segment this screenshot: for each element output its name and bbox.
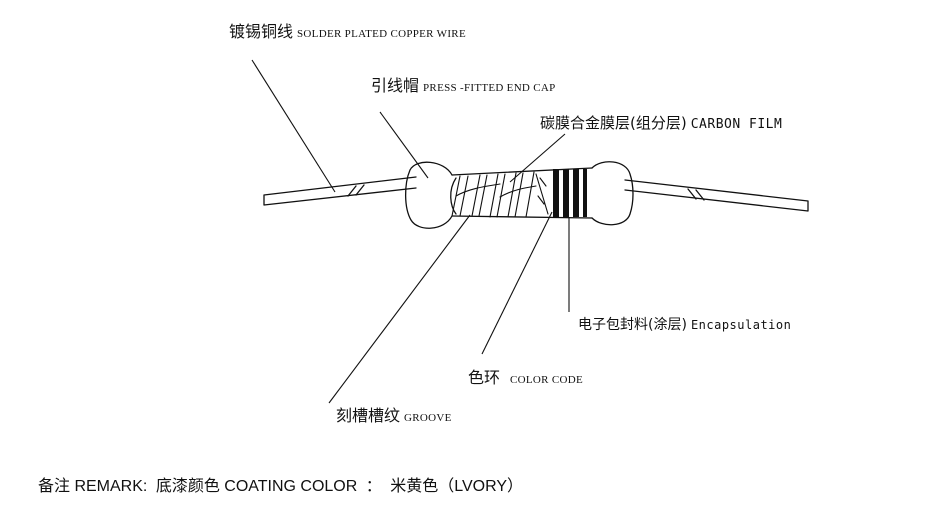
label-end-cap-en: PRESS -FITTED END CAP bbox=[423, 82, 556, 94]
leader-line-color bbox=[481, 211, 553, 355]
carbon-film-spiral bbox=[451, 171, 549, 218]
remark-field: 底漆颜色 COATING COLOR bbox=[155, 478, 358, 495]
label-groove-zh: 刻槽槽纹 bbox=[336, 406, 401, 425]
label-encapsulation-zh: 电子包封料(涂层) bbox=[578, 317, 687, 333]
color-band-2 bbox=[563, 169, 569, 217]
label-end-cap: 引线帽 PRESS -FITTED END CAP bbox=[371, 72, 556, 96]
label-encapsulation-en: Encapsulation bbox=[690, 318, 792, 332]
leader-line-wire bbox=[251, 59, 336, 193]
label-groove-en: GROOVE bbox=[404, 412, 452, 424]
label-solder-wire-en: SOLDER PLATED COPPER WIRE bbox=[297, 28, 466, 40]
remark-separator: ： bbox=[365, 478, 382, 495]
remark-line: 备注 REMARK: 底漆颜色 COATING COLOR ： 米黄色（LVOR… bbox=[38, 472, 527, 496]
color-bands bbox=[553, 169, 587, 217]
label-carbon-film-en: CARBON FILM bbox=[690, 117, 783, 132]
label-end-cap-zh: 引线帽 bbox=[371, 76, 420, 95]
remark-prefix: 备注 REMARK: bbox=[38, 478, 148, 495]
leader-line-film bbox=[509, 133, 566, 183]
label-carbon-film: 碳膜合金膜层(组分层) CARBON FILM bbox=[540, 112, 782, 133]
label-color-code-en: COLOR CODE bbox=[510, 374, 583, 386]
label-groove: 刻槽槽纹 GROOVE bbox=[336, 402, 452, 426]
leader-line-groove bbox=[328, 214, 471, 404]
label-color-code: 色环 COLOR CODE bbox=[468, 364, 583, 388]
right-end-cap bbox=[591, 161, 634, 226]
leader-line-cap bbox=[379, 111, 429, 179]
label-carbon-film-zh: 碳膜合金膜层(组分层) bbox=[540, 114, 687, 132]
resistor-body bbox=[450, 167, 593, 219]
color-band-3 bbox=[573, 169, 579, 217]
label-solder-wire: 镀锡铜线 SOLDER PLATED COPPER WIRE bbox=[229, 18, 466, 42]
color-band-1 bbox=[553, 169, 559, 217]
left-lead-wire bbox=[263, 176, 417, 206]
label-encapsulation: 电子包封料(涂层) Encapsulation bbox=[578, 314, 791, 334]
label-color-code-zh: 色环 bbox=[468, 368, 501, 387]
label-solder-wire-zh: 镀锡铜线 bbox=[229, 22, 294, 41]
color-band-4 bbox=[583, 169, 587, 217]
remark-value: 米黄色（LVORY） bbox=[390, 478, 524, 495]
right-lead-wire bbox=[624, 179, 809, 212]
left-end-cap bbox=[404, 161, 453, 229]
